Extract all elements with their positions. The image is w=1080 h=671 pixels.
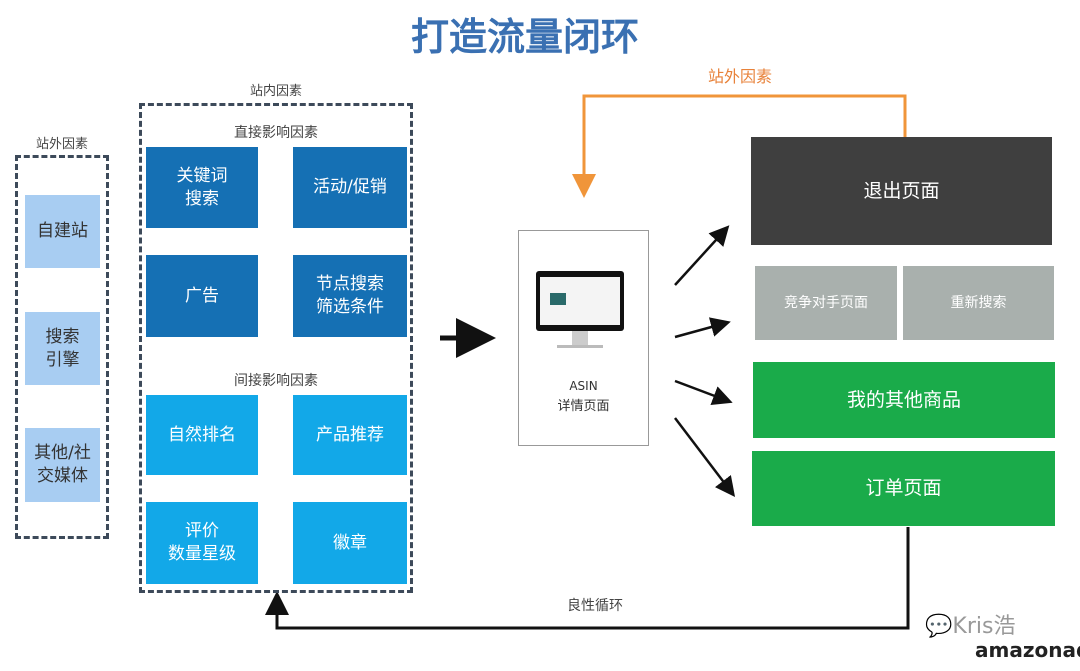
- asin-detail-label: 详情页面: [557, 399, 610, 414]
- watermark-author: 💬Kris浩: [925, 614, 1016, 639]
- watermark-brand: amazonadv: [975, 638, 1080, 662]
- offsite-loop-arrow: [572, 94, 907, 198]
- direct-item: 关键词 搜索: [146, 147, 258, 228]
- watermark-author-text: Kris浩: [952, 614, 1016, 639]
- offsite-item: 其他/社 交媒体: [25, 428, 100, 502]
- arrow-other: [674, 379, 733, 406]
- offsite-item: 自建站: [25, 195, 100, 268]
- onsite-group: [139, 103, 413, 593]
- direct-label: 直接影响因素: [234, 125, 318, 141]
- offsite-loop-label: 站外因素: [707, 67, 773, 86]
- arrow-exit: [674, 225, 730, 286]
- direct-item: 节点搜索 筛选条件: [293, 255, 407, 337]
- indirect-item: 徽章: [293, 502, 407, 584]
- other-products-box: 我的其他商品: [753, 362, 1055, 438]
- competitor-page-box: 竞争对手页面: [755, 266, 897, 340]
- offsite-item: 搜索 引擎: [25, 312, 100, 385]
- onsite-label: 站内因素: [249, 84, 303, 99]
- direct-item: 活动/促销: [293, 147, 407, 228]
- page-title: 打造流量闭环: [410, 15, 639, 59]
- order-page-box: 订单页面: [752, 451, 1055, 526]
- arrow-order: [674, 417, 736, 497]
- good-loop-label: 良性循环: [567, 598, 623, 614]
- monitor-icon: [536, 271, 624, 331]
- indirect-item: 产品推荐: [293, 395, 407, 475]
- asin-detail-card: ASIN 详情页面: [518, 230, 649, 446]
- indirect-label: 间接影响因素: [234, 373, 318, 389]
- indirect-item: 自然排名: [146, 395, 258, 475]
- exit-page-box: 退出页面: [751, 137, 1052, 245]
- indirect-item: 评价 数量星级: [146, 502, 258, 584]
- direct-item: 广告: [146, 255, 258, 337]
- arrow-competitor: [674, 317, 731, 339]
- good-loop-arrow: [265, 527, 910, 630]
- asin-label: ASIN: [569, 379, 598, 393]
- offsite-group: [15, 155, 109, 539]
- research-box: 重新搜索: [903, 266, 1054, 340]
- offsite-label: 站外因素: [35, 137, 89, 152]
